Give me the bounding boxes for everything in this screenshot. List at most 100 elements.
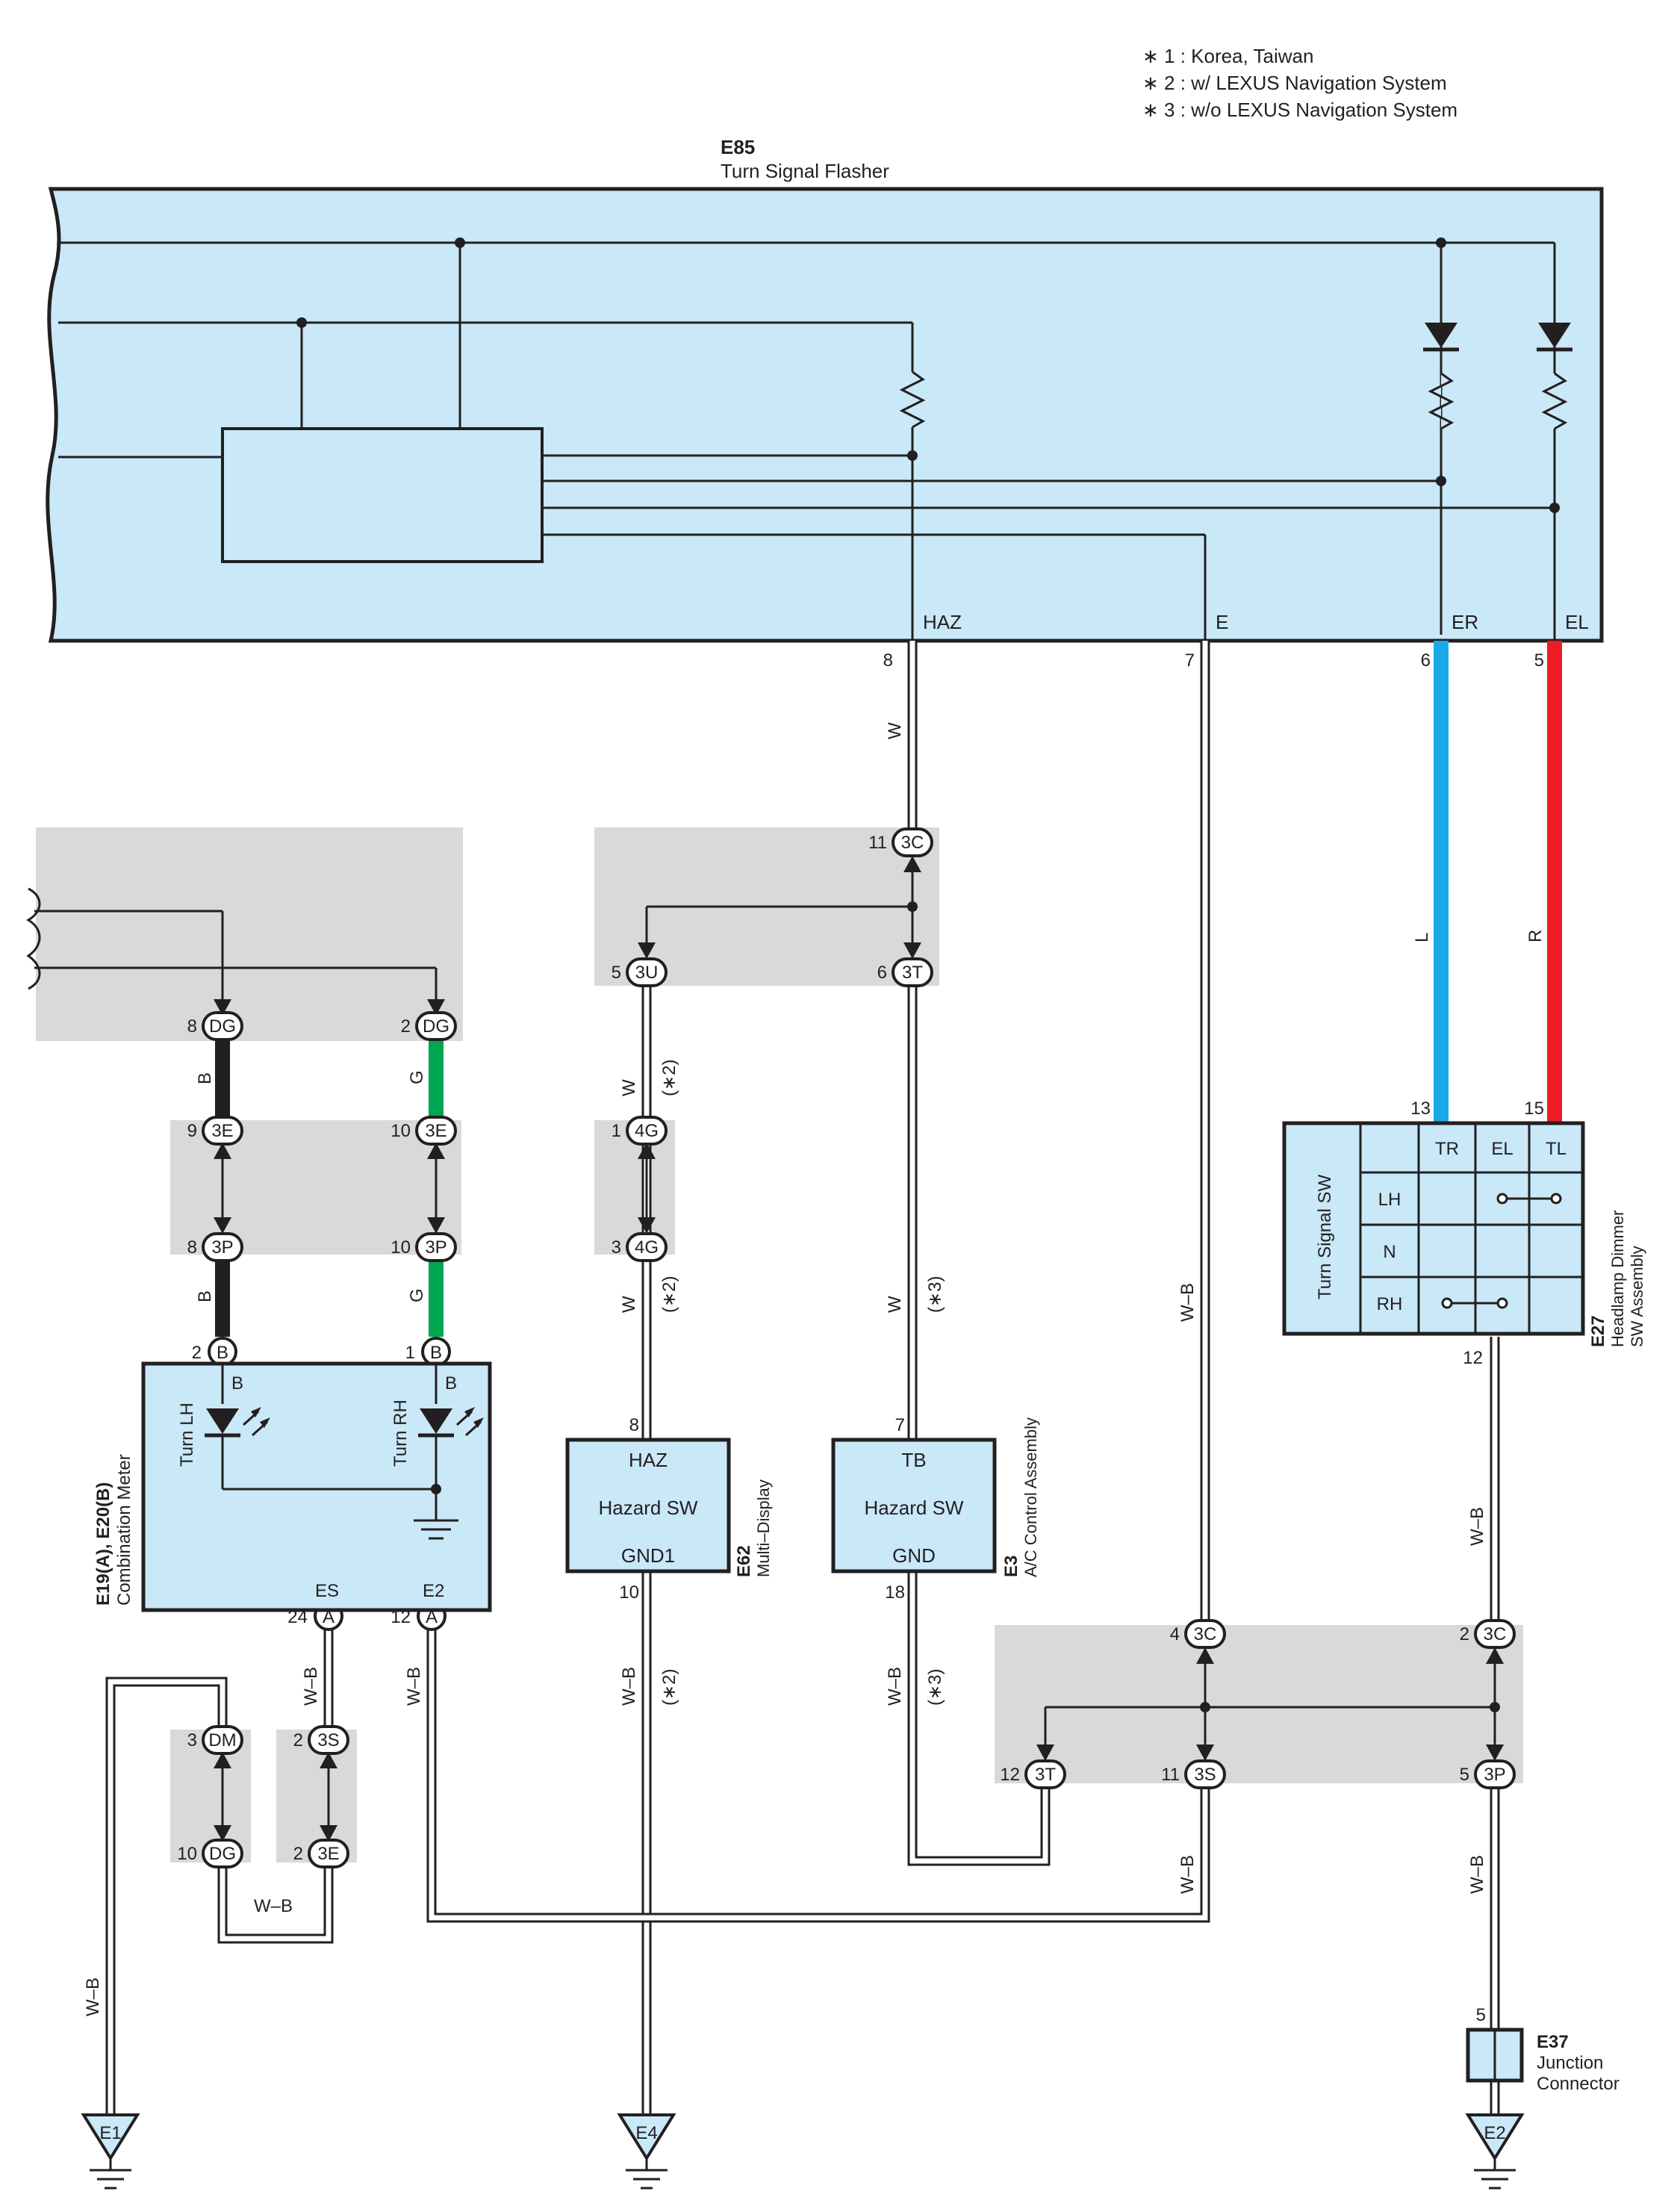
svg-text:3: 3 <box>187 1730 197 1750</box>
svg-text:1: 1 <box>612 1121 621 1141</box>
connector-3t-12: 3T 12 <box>1000 1759 1066 1789</box>
connector-3c-2: 3C 2 <box>1460 1619 1516 1649</box>
note-3: ∗ 3 : w/o LEXUS Navigation System <box>1142 99 1457 121</box>
connector-3t-top: 3T 6 <box>877 957 933 987</box>
led-lh-icon <box>206 1408 239 1434</box>
multi-display: HAZ Hazard SW GND1 8 10 <box>565 1415 731 1603</box>
ac-hazard-sw: Hazard SW <box>865 1497 964 1519</box>
svg-text:3C: 3C <box>1194 1624 1217 1644</box>
flasher-internal-circuit <box>58 237 1572 641</box>
connector-dg-10: DG 10 <box>177 1839 243 1868</box>
svg-text:3E: 3E <box>317 1844 339 1864</box>
svg-text:DG: DG <box>423 1016 449 1037</box>
connector-3p-10: 3P 10 <box>391 1232 457 1262</box>
ground-e1: E1 <box>81 2113 140 2190</box>
svg-text:4G: 4G <box>635 1121 659 1141</box>
connector-3c-top: 3C 11 <box>868 827 933 857</box>
note-2: ∗ 2 : w/ LEXUS Navigation System <box>1142 72 1447 94</box>
md-terminal-haz: HAZ <box>629 1449 668 1471</box>
md-hazard-sw: Hazard SW <box>599 1497 698 1519</box>
svg-text:8: 8 <box>187 1237 197 1258</box>
connector-b-2: B 2 <box>192 1337 237 1367</box>
svg-text:W: W <box>885 1296 905 1313</box>
svg-text:W–B: W–B <box>254 1896 293 1916</box>
connector-dg-2: DG 2 <box>401 1011 457 1041</box>
svg-text:11: 11 <box>868 833 887 853</box>
svg-text:W–B: W–B <box>83 1977 103 2016</box>
e37-code: E37 <box>1537 2032 1569 2052</box>
pin-tl: 15 <box>1524 1099 1544 1119</box>
flasher-terminal-e: E <box>1216 611 1228 633</box>
row-lh: LH <box>1378 1190 1401 1210</box>
connector-4g-3: 4G 3 <box>612 1232 668 1262</box>
svg-text:G: G <box>407 1070 427 1084</box>
meter-es: ES <box>315 1581 339 1601</box>
svg-text:(∗2): (∗2) <box>659 1060 679 1096</box>
svg-text:6: 6 <box>877 963 887 983</box>
svg-text:B: B <box>217 1343 228 1363</box>
meter-name: Combination Meter <box>114 1454 134 1606</box>
connector-3p-8: 3P 8 <box>187 1232 243 1262</box>
svg-text:5: 5 <box>1460 1765 1469 1785</box>
svg-text:G: G <box>407 1288 427 1302</box>
svg-text:10: 10 <box>391 1237 411 1258</box>
connector-3s-11: 3S 11 <box>1161 1759 1226 1789</box>
svg-text:2: 2 <box>293 1844 303 1864</box>
ground-e4-label: E4 <box>635 2123 657 2143</box>
pin-bottom: 12 <box>1463 1348 1483 1368</box>
connector-dg-8: DG 8 <box>187 1011 243 1041</box>
connector-3e-9: 3E 9 <box>187 1116 243 1146</box>
md-pin-top: 8 <box>629 1415 639 1435</box>
svg-text:1: 1 <box>405 1343 415 1363</box>
svg-text:W: W <box>885 722 905 739</box>
ac-terminal-gnd: GND <box>892 1544 936 1567</box>
svg-text:W–B: W–B <box>1467 1855 1487 1894</box>
junction-mid-wiring <box>214 1143 656 1234</box>
external-lines <box>26 887 445 1016</box>
svg-text:W: W <box>619 1079 639 1096</box>
svg-text:DM: DM <box>208 1730 236 1750</box>
svg-text:3E: 3E <box>211 1121 233 1141</box>
svg-text:3C: 3C <box>901 833 924 853</box>
meter-ground-icon <box>414 1519 458 1540</box>
col-tr: TR <box>1435 1139 1459 1159</box>
svg-text:B: B <box>430 1343 442 1363</box>
svg-text:B: B <box>195 1290 215 1302</box>
svg-text:R: R <box>1525 930 1546 942</box>
svg-text:(∗3): (∗3) <box>925 1669 945 1706</box>
ground-e1-label: E1 <box>99 2123 121 2143</box>
svg-text:12: 12 <box>1000 1765 1020 1785</box>
col-tl: TL <box>1546 1139 1567 1159</box>
svg-text:W: W <box>619 1296 639 1313</box>
e27-code: E27 <box>1588 1315 1608 1347</box>
svg-text:3: 3 <box>612 1237 621 1258</box>
junction-ground-wiring <box>214 1752 337 1842</box>
svg-text:3S: 3S <box>317 1730 339 1750</box>
md-code: E62 <box>734 1545 754 1577</box>
e27-name-1: Headlamp Dimmer <box>1608 1211 1627 1347</box>
svg-text:3T: 3T <box>902 963 923 983</box>
svg-text:A: A <box>426 1607 438 1627</box>
ground-e2-label: E2 <box>1484 2123 1505 2143</box>
svg-text:3P: 3P <box>211 1237 233 1258</box>
svg-text:3P: 3P <box>1484 1765 1505 1785</box>
md-name: Multi–Display <box>754 1479 773 1577</box>
pin-tr: 13 <box>1410 1099 1431 1119</box>
wire-labels: W L R B G B G W (∗2) W (∗2) W (∗3) W–B W… <box>83 722 1546 2016</box>
note-1: ∗ 1 : Korea, Taiwan <box>1142 45 1313 67</box>
connector-4g-1: 4G 1 <box>612 1116 668 1146</box>
svg-text:3E: 3E <box>425 1121 447 1141</box>
ac-code: E3 <box>1001 1556 1021 1577</box>
svg-text:L: L <box>1412 933 1432 942</box>
svg-text:2: 2 <box>401 1016 411 1037</box>
junction-3c-top-wiring <box>638 856 921 959</box>
combination-meter: B B Turn LH Turn RH ES E2 <box>141 1361 492 1612</box>
junction-bottom-wiring <box>1036 1647 1504 1761</box>
flasher-pin-el: 5 <box>1534 650 1544 671</box>
svg-text:5: 5 <box>612 963 621 983</box>
meter-b-left: B <box>231 1373 243 1394</box>
svg-text:2: 2 <box>293 1730 303 1750</box>
svg-text:B: B <box>195 1072 215 1084</box>
led-rh-icon <box>420 1408 452 1434</box>
flasher-name: Turn Signal Flasher <box>721 160 889 182</box>
